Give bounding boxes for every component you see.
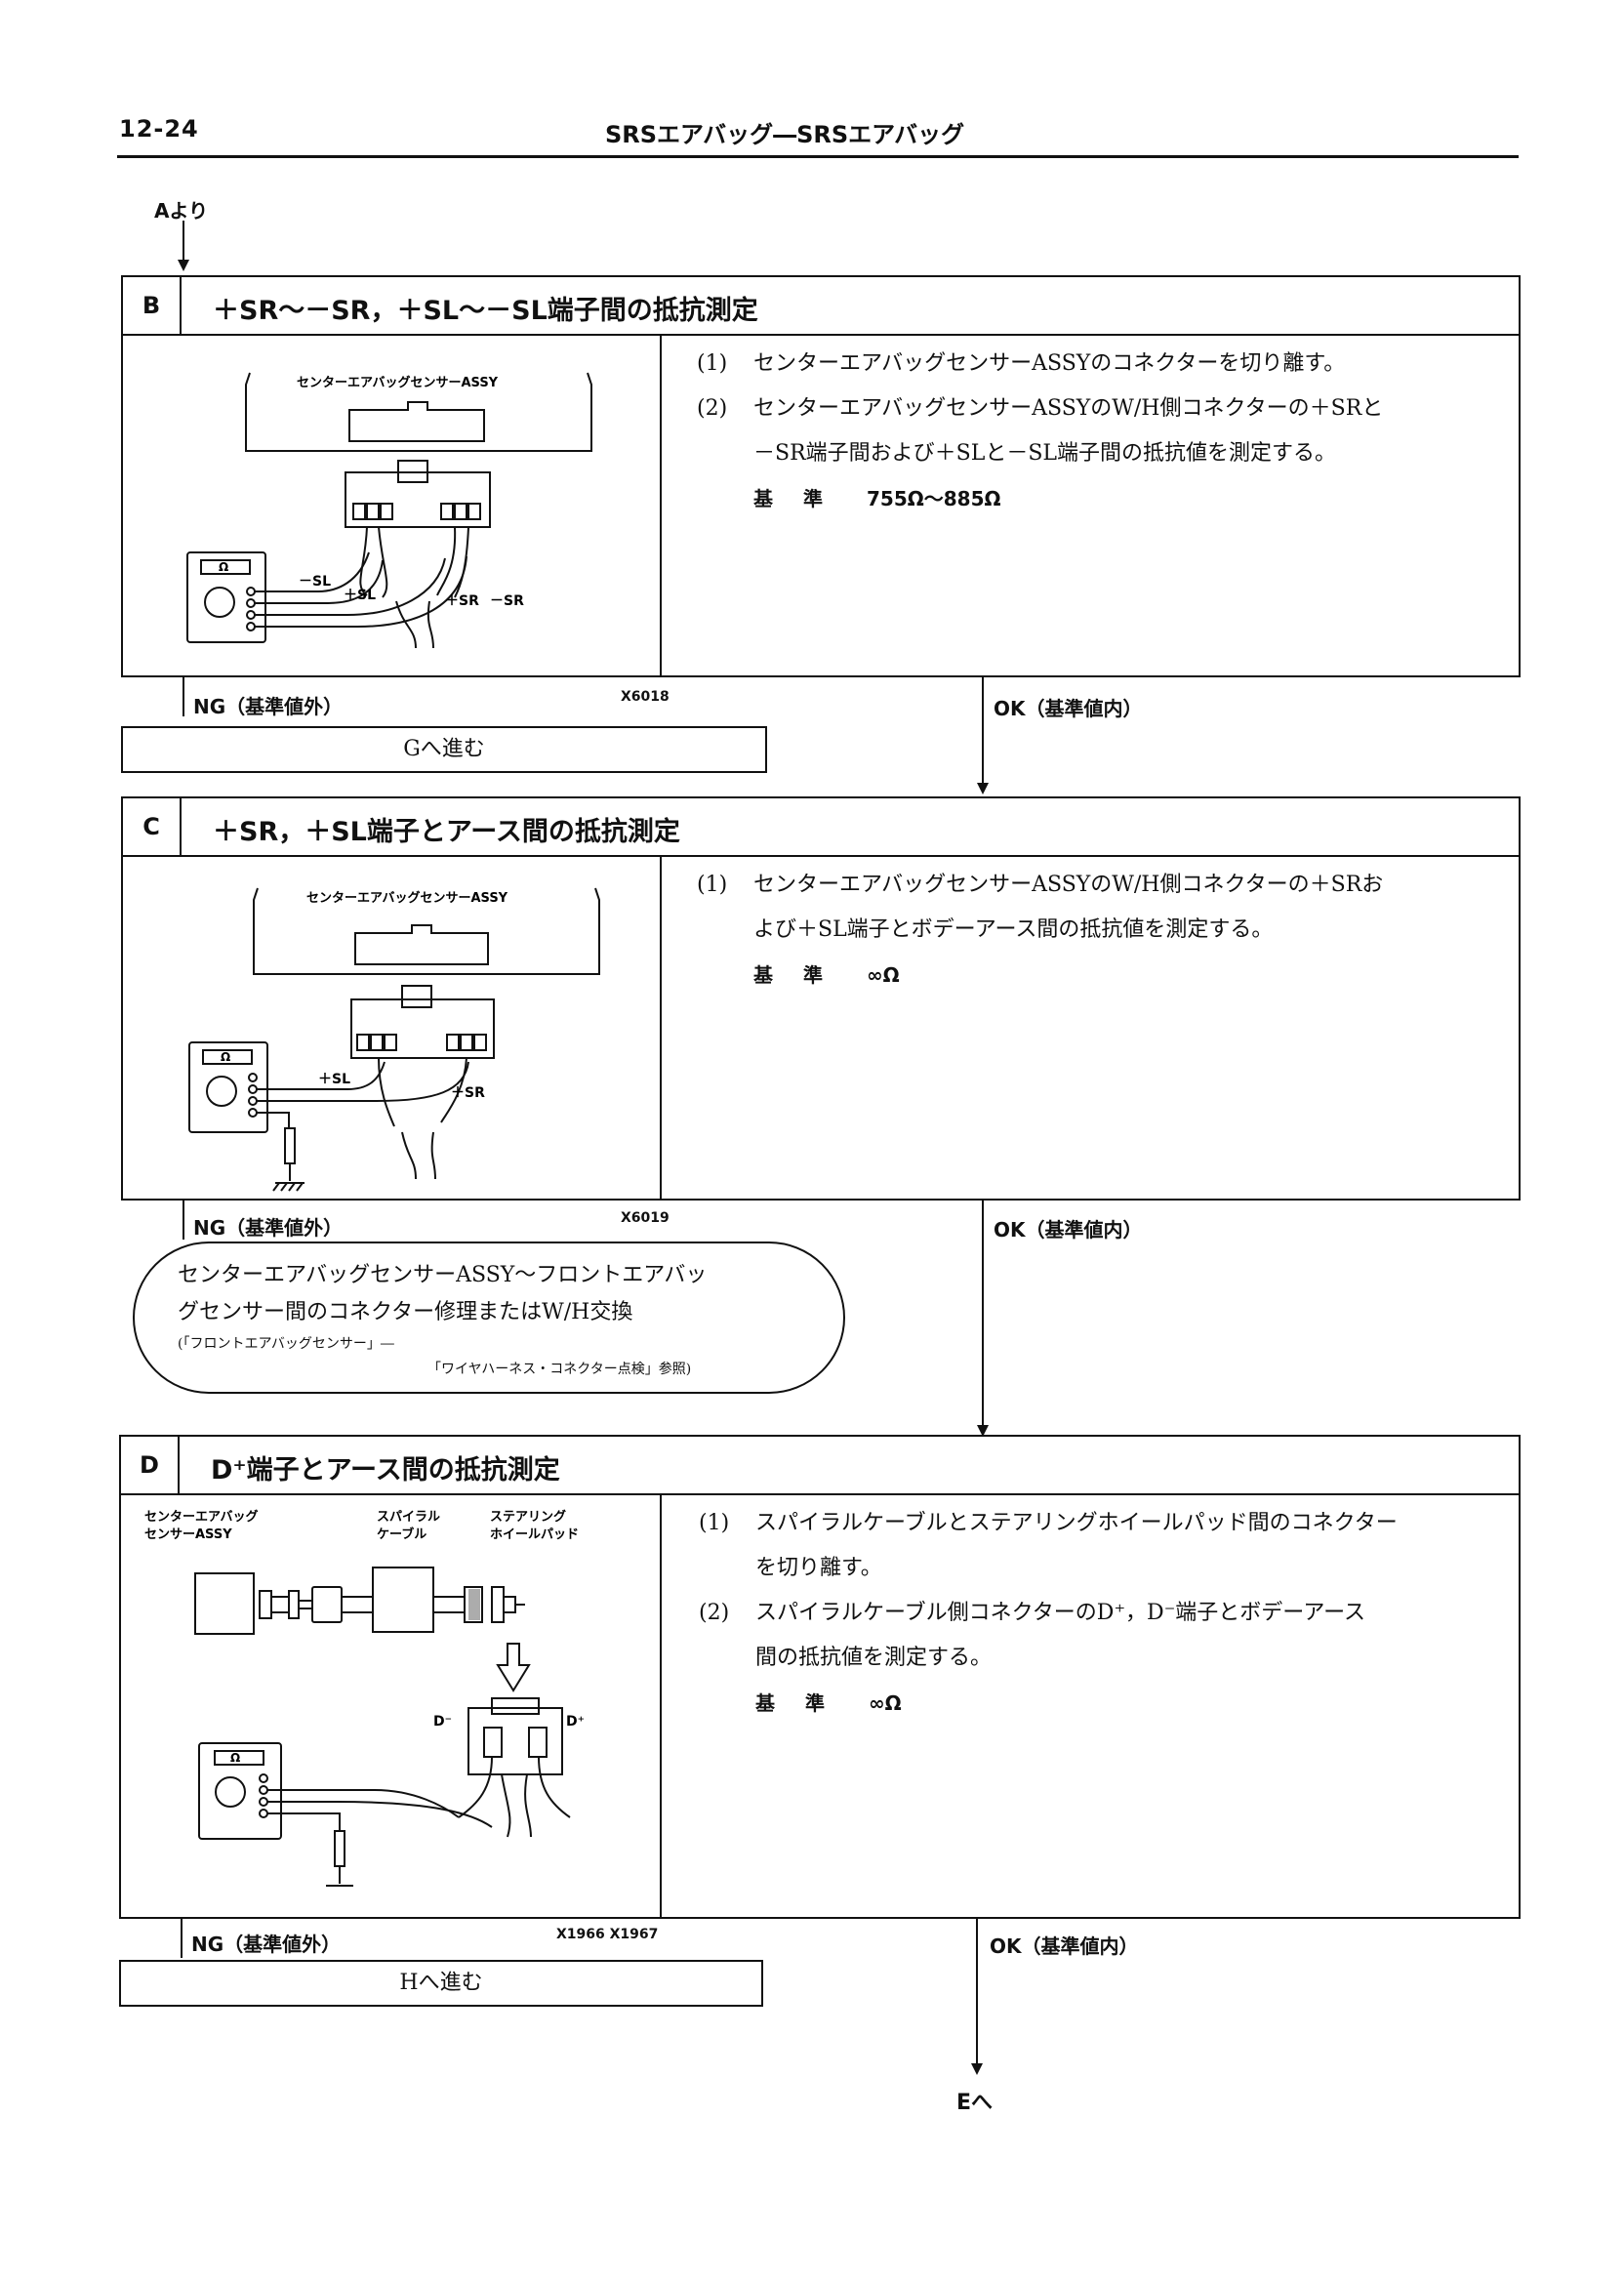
step-c-ng-action-line-4: 「ワイヤハーネス・コネクター点検」参照) bbox=[427, 1362, 692, 1377]
step-b-instructions: (1)センターエアバッグセンサーASSYのコネクターを切り離す。 (2)センター… bbox=[697, 342, 1383, 521]
step-b-ng-label: NG（基準値外） bbox=[193, 695, 344, 718]
step-c-terminal-plus-sl: ＋SL bbox=[318, 1072, 350, 1087]
step-c-standard: 基 準∞Ω bbox=[753, 963, 900, 987]
step-d-ok-label: OK（基準値内） bbox=[990, 1934, 1139, 1958]
step-d-label-pad-line-2: ホイールパッド bbox=[490, 1527, 579, 1542]
step-d-terminal-d-plus: D⁺ bbox=[566, 1714, 585, 1730]
step-b-box: B ＋SR～－SR，＋SL～－SL端子間の抵抗測定 センターエア bbox=[121, 275, 1521, 677]
step-c-letter: C bbox=[123, 798, 182, 855]
step-b-unit-label: センターエアバッグセンサーASSY bbox=[297, 375, 499, 390]
step-c-ohm-symbol: Ω bbox=[221, 1050, 230, 1064]
step-c-ng-action-line-2: グセンサー間のコネクター修理またはW/H交換 bbox=[178, 1300, 633, 1324]
step-d-instruction-1: (1)スパイラルケーブルとステアリングホイールパッド間のコネクター bbox=[699, 1511, 1398, 1535]
step-c-unit-label: センターエアバッグセンサーASSY bbox=[306, 890, 508, 906]
step-d-instruction-2-cont: 間の抵抗値を測定する。 bbox=[755, 1646, 993, 1670]
step-b-instruction-1: (1)センターエアバッグセンサーASSYのコネクターを切り離す。 bbox=[697, 351, 1346, 376]
page-number: 12-24 bbox=[119, 115, 199, 142]
step-c-figure-code: X6019 bbox=[621, 1210, 670, 1226]
step-d-letter: D bbox=[121, 1437, 180, 1493]
arrow-b-ok bbox=[977, 783, 989, 794]
step-b-letter: B bbox=[123, 277, 182, 334]
step-b-terminal-plus-sr: ＋SR bbox=[445, 593, 479, 609]
arrow-c-ok bbox=[977, 1425, 989, 1437]
step-d-label-spiral-line-2: ケーブル bbox=[377, 1527, 426, 1542]
step-c-ng-action: センターエアバッグセンサーASSY～フロントエアバッ グセンサー間のコネクター修… bbox=[133, 1242, 845, 1394]
step-d-header: D D⁺端子とアース間の抵抗測定 bbox=[121, 1437, 1519, 1495]
step-d-box: D D⁺端子とアース間の抵抗測定 bbox=[119, 1435, 1521, 1919]
step-c-header: C ＋SR，＋SL端子とアース間の抵抗測定 bbox=[123, 798, 1519, 857]
arrow-a bbox=[178, 260, 189, 271]
flow-line-b-ok bbox=[982, 677, 984, 785]
step-c-ng-action-line-3: (「フロントエアバッグセンサー」― bbox=[178, 1336, 394, 1352]
end-label: Eへ bbox=[956, 2091, 994, 2115]
step-d-standard: 基 準∞Ω bbox=[755, 1691, 902, 1715]
step-c-ok-label: OK（基準値内） bbox=[994, 1218, 1143, 1242]
step-c-instruction-1: (1)センターエアバッグセンサーASSYのW/H側コネクターの＋SRお bbox=[697, 873, 1384, 897]
step-c-ng-action-line-1: センターエアバッグセンサーASSY～フロントエアバッ bbox=[178, 1263, 708, 1287]
step-b-instruction-2: (2)センターエアバッグセンサーASSYのW/H側コネクターの＋SRと bbox=[697, 396, 1384, 421]
step-d-instruction-1-cont: を切り離す。 bbox=[755, 1556, 882, 1580]
step-b-header: B ＋SR～－SR，＋SL～－SL端子間の抵抗測定 bbox=[123, 277, 1519, 336]
flow-line-d-ng bbox=[181, 1919, 183, 1958]
step-d-ohm-symbol: Ω bbox=[230, 1751, 240, 1765]
step-d-ng-action: Hへ進む bbox=[119, 1960, 763, 2007]
step-c-box: C ＋SR，＋SL端子とアース間の抵抗測定 センタ bbox=[121, 796, 1521, 1201]
step-d-title: D⁺端子とアース間の抵抗測定 bbox=[211, 1455, 560, 1486]
step-b-ohm-symbol: Ω bbox=[219, 560, 228, 574]
step-c-ng-label: NG（基準値外） bbox=[193, 1216, 344, 1240]
step-c-instructions: (1)センターエアバッグセンサーASSYのW/H側コネクターの＋SRお よび＋S… bbox=[697, 863, 1383, 998]
header-rule bbox=[117, 155, 1519, 158]
step-d-label-sensor-line-1: センターエアバッグ bbox=[144, 1509, 258, 1525]
step-b-ng-action: Gへ進む bbox=[121, 726, 767, 773]
step-d-figure: センターエアバッグ センサーASSY スパイラル ケーブル ステアリング ホイー… bbox=[144, 1509, 585, 1887]
step-b-title: ＋SR～－SR，＋SL～－SL端子間の抵抗測定 bbox=[213, 296, 758, 326]
page-title: SRSエアバッグ―SRSエアバッグ bbox=[605, 121, 965, 148]
step-c-title: ＋SR，＋SL端子とアース間の抵抗測定 bbox=[213, 817, 680, 847]
step-d-figure-code: X1966 X1967 bbox=[556, 1927, 659, 1942]
step-c-terminal-plus-sr: ＋SR bbox=[451, 1085, 485, 1101]
step-d-divider bbox=[660, 1493, 662, 1917]
step-c-divider bbox=[660, 855, 662, 1199]
flow-line-d-ok bbox=[976, 1919, 978, 2065]
step-b-ok-label: OK（基準値内） bbox=[994, 697, 1143, 720]
step-d-ng-label: NG（基準値外） bbox=[191, 1933, 342, 1956]
arrow-d-ok bbox=[971, 2063, 983, 2075]
from-a-label: Aより bbox=[154, 199, 209, 223]
step-d-label-spiral-line-1: スパイラル bbox=[377, 1510, 440, 1525]
step-b-terminal-plus-sl: ＋SL bbox=[344, 588, 376, 603]
flow-line-a bbox=[183, 221, 184, 262]
step-b-terminal-minus-sl: －SL bbox=[299, 574, 331, 590]
step-d-label-sensor-line-2: センサーASSY bbox=[144, 1527, 232, 1542]
step-d-terminal-d-minus: D⁻ bbox=[433, 1714, 452, 1730]
flow-line-b-ng bbox=[183, 677, 184, 716]
flow-line-c-ng bbox=[183, 1201, 184, 1240]
step-c-instruction-1-cont: よび＋SL端子とボデーアース間の抵抗値を測定する。 bbox=[753, 917, 1274, 942]
flow-line-c-ok bbox=[982, 1201, 984, 1435]
step-c-figure: センターエアバッグセンサーASSY Ω ＋SL ＋SR bbox=[188, 887, 600, 1192]
step-b-divider bbox=[660, 334, 662, 675]
step-d-instruction-2: (2)スパイラルケーブル側コネクターのD⁺，D⁻端子とボデーアース bbox=[699, 1601, 1366, 1625]
step-d-instructions: (1)スパイラルケーブルとステアリングホイールパッド間のコネクター を切り離す。… bbox=[699, 1501, 1398, 1726]
step-b-instruction-2-cont: －SR端子間および＋SLと－SL端子間の抵抗値を測定する。 bbox=[753, 441, 1336, 466]
step-d-label-pad-line-1: ステアリング bbox=[490, 1509, 566, 1525]
step-b-figure: センターエアバッグセンサーASSY Ω －SL ＋SL ＋SR －SR bbox=[186, 372, 592, 649]
step-b-figure-code: X6018 bbox=[621, 689, 670, 705]
step-b-terminal-minus-sr: －SR bbox=[490, 593, 524, 609]
